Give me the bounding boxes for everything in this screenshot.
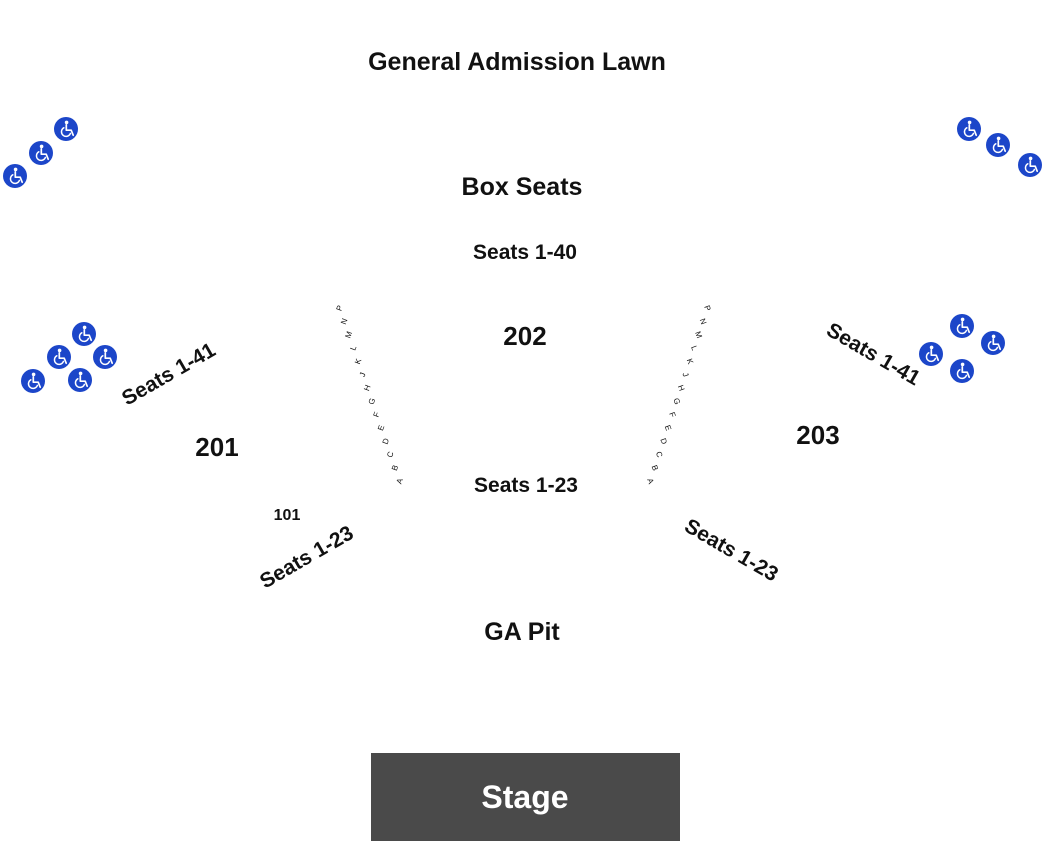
ga-pit-label[interactable]: GA Pit bbox=[484, 618, 560, 646]
section-201-label[interactable]: 201 bbox=[195, 432, 238, 462]
row-letter: H bbox=[362, 383, 373, 392]
row-letter: L bbox=[348, 344, 358, 352]
row-letter: K bbox=[685, 357, 696, 366]
row-letter: E bbox=[663, 424, 673, 432]
lawn-label[interactable]: General Admission Lawn bbox=[368, 48, 666, 76]
row-letter: M bbox=[343, 330, 354, 340]
row-letter: L bbox=[689, 344, 699, 352]
row-letter: H bbox=[676, 384, 687, 393]
wheelchair-icon[interactable] bbox=[949, 358, 975, 384]
wheelchair-icon[interactable] bbox=[918, 341, 944, 367]
section-101-range: Seats 1-23 bbox=[256, 521, 357, 593]
wheelchair-icon[interactable] bbox=[67, 367, 93, 393]
wheelchair-icon[interactable] bbox=[20, 368, 46, 394]
row-letter: J bbox=[358, 371, 368, 378]
wheelchair-icon[interactable] bbox=[1017, 152, 1043, 178]
section-203-label[interactable]: 203 bbox=[796, 420, 839, 450]
row-letter: J bbox=[681, 371, 691, 378]
wheelchair-icon[interactable] bbox=[46, 344, 72, 370]
row-letter: C bbox=[385, 450, 396, 459]
row-letter: A bbox=[645, 477, 656, 486]
row-letter: K bbox=[353, 357, 364, 366]
wheelchair-icon[interactable] bbox=[949, 313, 975, 339]
section-203-range: Seats 1-41 bbox=[823, 318, 925, 390]
stage-area bbox=[371, 753, 680, 841]
section-201-range: Seats 1-41 bbox=[118, 338, 220, 410]
row-letter: G bbox=[367, 397, 378, 406]
section-101-label[interactable]: 101 bbox=[274, 507, 301, 524]
row-letter: N bbox=[339, 317, 350, 326]
section-202-label[interactable]: 202 bbox=[503, 321, 546, 351]
row-letter: N bbox=[698, 317, 709, 326]
wheelchair-icon[interactable] bbox=[28, 140, 54, 166]
row-letter: F bbox=[371, 411, 381, 419]
wheelchair-icon[interactable] bbox=[985, 132, 1011, 158]
row-letter: B bbox=[650, 464, 660, 472]
row-letter: E bbox=[376, 424, 386, 432]
row-letter: P bbox=[702, 304, 712, 312]
row-letter: D bbox=[381, 437, 392, 446]
wheelchair-icon[interactable] bbox=[956, 116, 982, 142]
box-seats-range: Seats 1-40 bbox=[473, 241, 577, 264]
row-letter: D bbox=[658, 437, 669, 446]
wheelchair-icon[interactable] bbox=[2, 163, 28, 189]
row-letter: M bbox=[693, 330, 704, 340]
row-letter: F bbox=[667, 411, 677, 419]
box-seats-label[interactable]: Box Seats bbox=[462, 173, 583, 201]
section-202-range: Seats 1-23 bbox=[474, 474, 578, 497]
right-front-range: Seats 1-23 bbox=[681, 514, 782, 586]
row-letter: C bbox=[654, 450, 665, 459]
stage-label: Stage bbox=[481, 779, 568, 815]
wheelchair-icon[interactable] bbox=[53, 116, 79, 142]
row-letter: P bbox=[335, 304, 345, 312]
row-letter: B bbox=[390, 464, 400, 472]
wheelchair-icon[interactable] bbox=[92, 344, 118, 370]
row-letter: G bbox=[671, 397, 682, 406]
wheelchair-icon[interactable] bbox=[71, 321, 97, 347]
row-letter: A bbox=[395, 476, 406, 485]
wheelchair-icon[interactable] bbox=[980, 330, 1006, 356]
